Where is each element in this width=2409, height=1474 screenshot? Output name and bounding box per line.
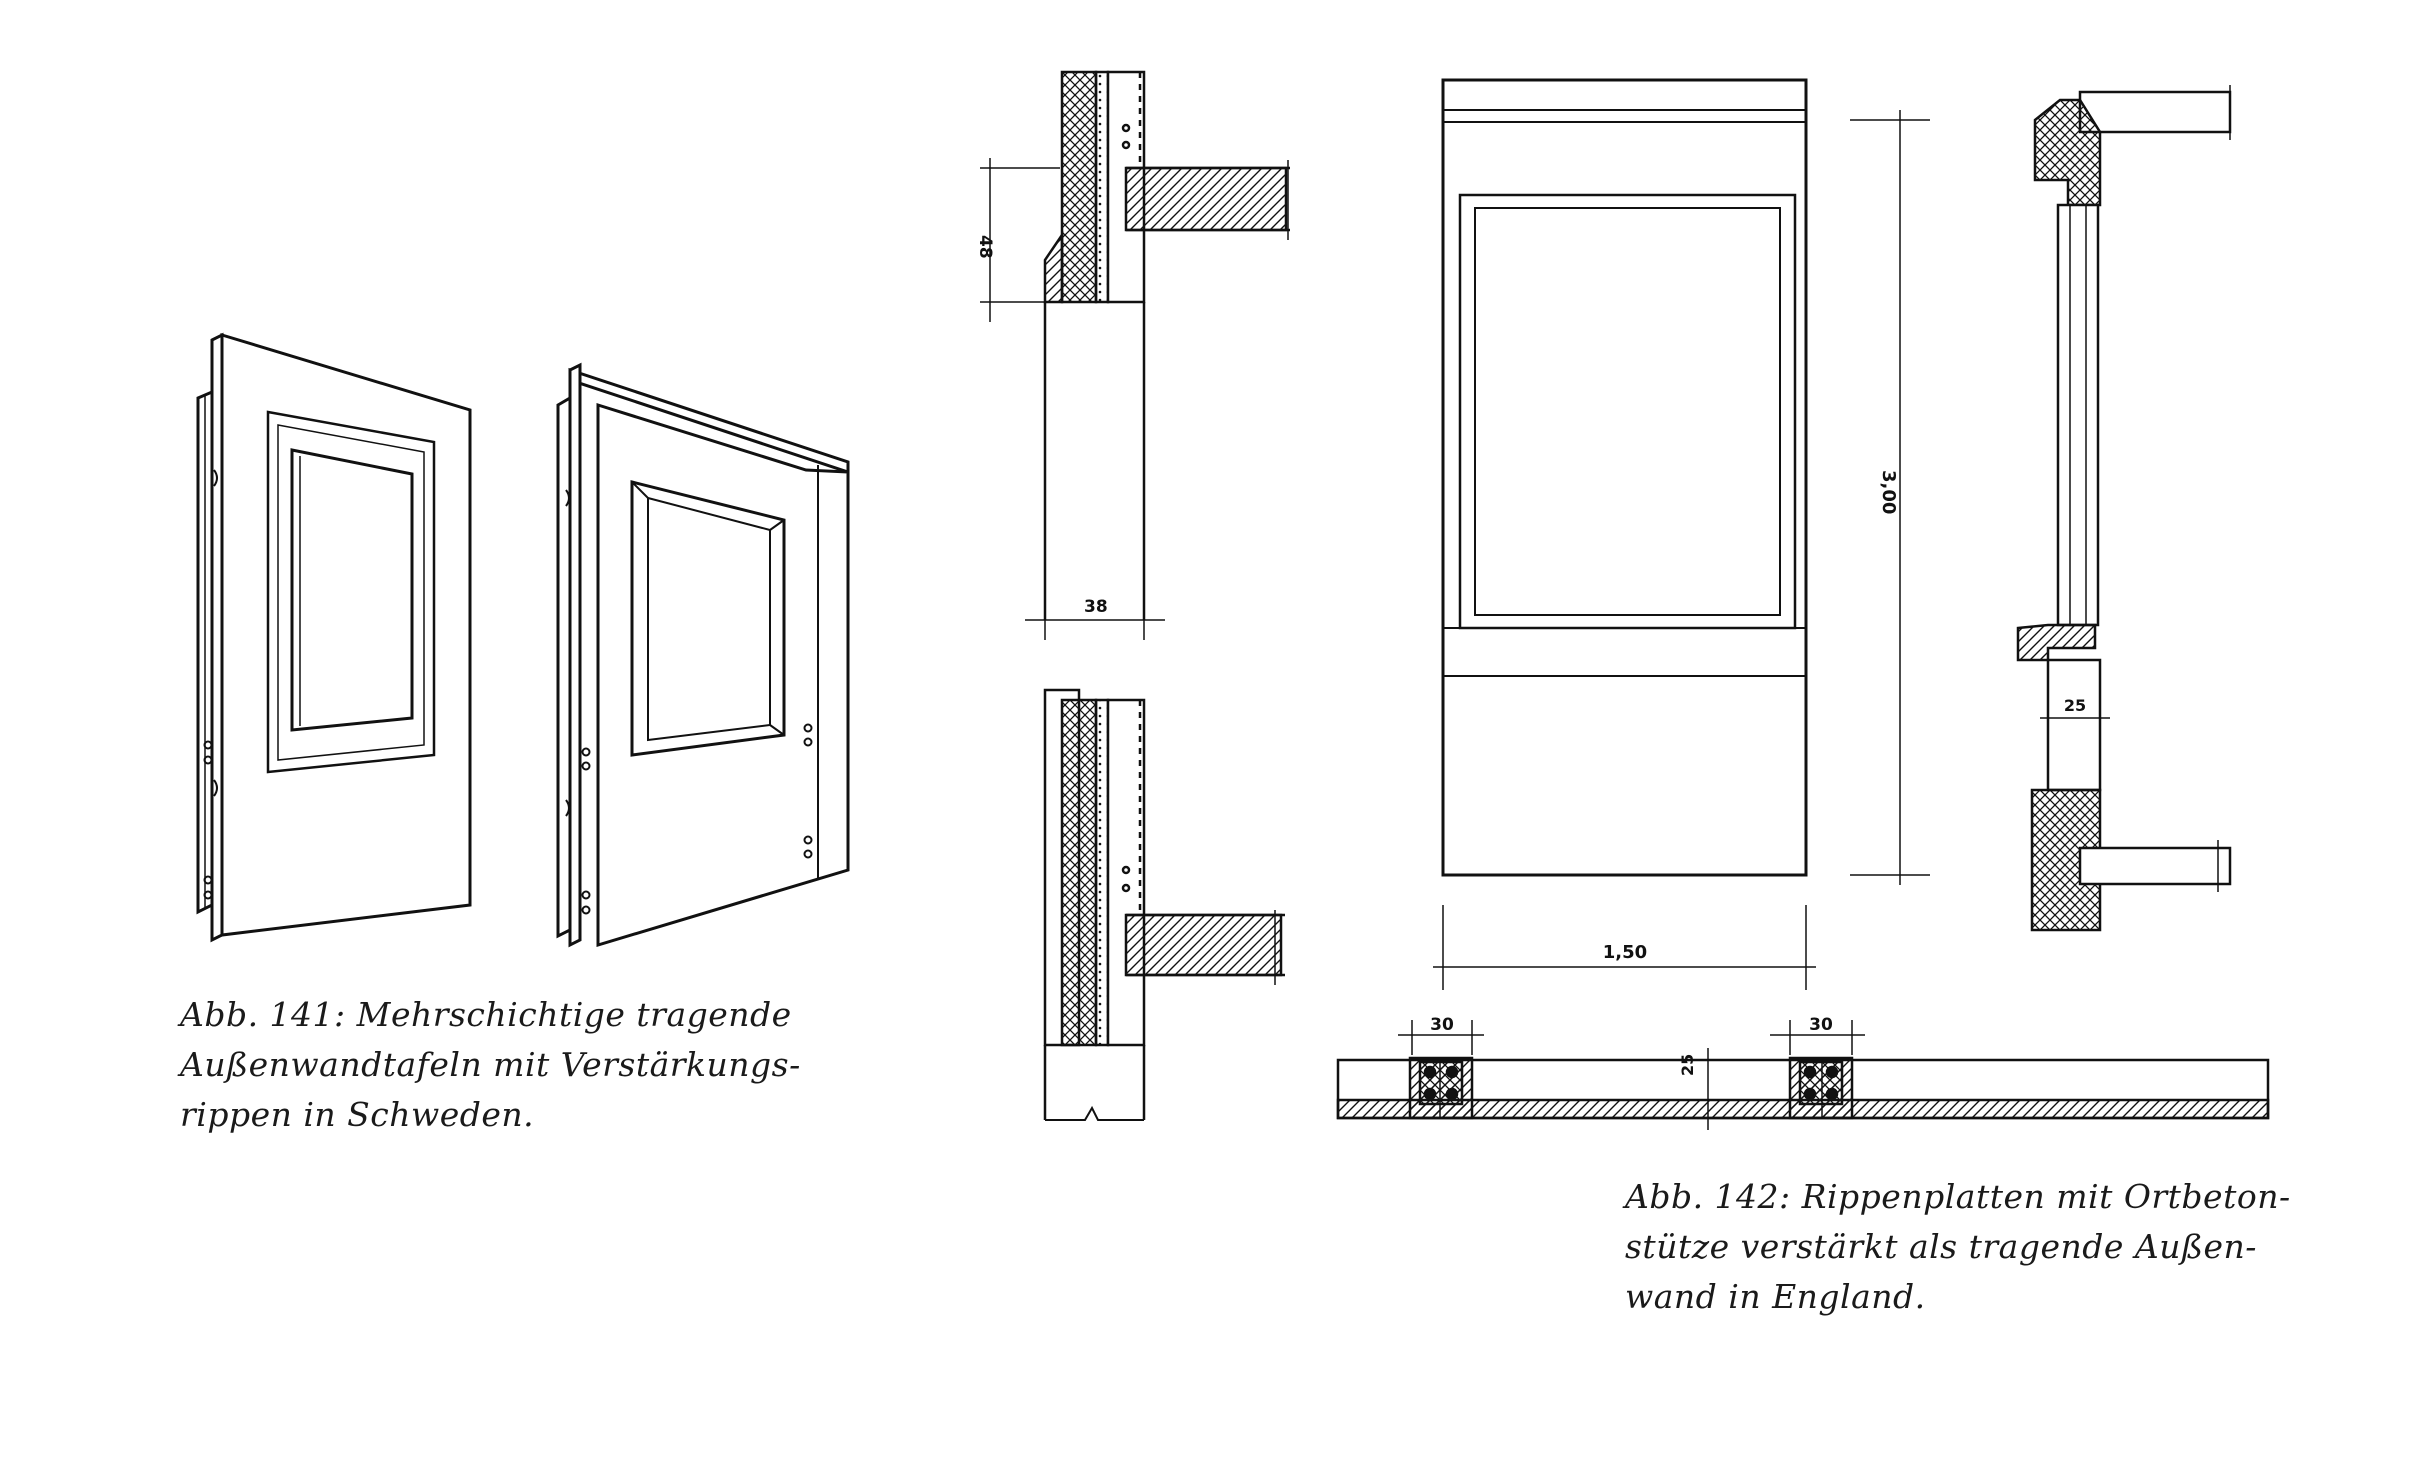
- panel-right-perspective: [556, 362, 850, 948]
- dim-label-150: 1,50: [1603, 942, 1647, 963]
- dim-label-38: 38: [1084, 597, 1108, 617]
- figure-141-caption: Abb. 141: Mehrschichtige tragende Außenw…: [180, 990, 801, 1140]
- dim-label-30-right: 30: [1809, 1015, 1833, 1035]
- caption-141-line-3: rippen in Schweden.: [180, 1095, 535, 1134]
- caption-141-line-2: Außenwandtafeln mit Verstärkungs-: [180, 1045, 801, 1084]
- panel-left-perspective: [196, 332, 472, 943]
- panel-elevation: [1433, 78, 1930, 990]
- caption-142-line-2: stütze verstärkt als tragende Außen-: [1625, 1227, 2257, 1266]
- caption-142-line-1: Abb. 142: Rippenplatten mit Ortbeton-: [1625, 1177, 2291, 1216]
- panel-side-section: [2016, 85, 2232, 932]
- dim-label-48: 48: [975, 235, 995, 259]
- dim-label-30-left: 30: [1430, 1015, 1454, 1035]
- dim-label-25-side: 25: [2064, 696, 2086, 715]
- caption-141-line-1: Abb. 141: Mehrschichtige tragende: [180, 995, 792, 1034]
- panel-plan-section: [1336, 1020, 2270, 1130]
- caption-142-line-3: wand in England.: [1625, 1277, 1926, 1316]
- dim-label-300: 3,00: [1878, 470, 1899, 514]
- wall-vertical-section: [980, 70, 1290, 1121]
- dim-label-25-plan: 25: [1678, 1054, 1697, 1076]
- figure-142-caption: Abb. 142: Rippenplatten mit Ortbeton- st…: [1625, 1172, 2291, 1322]
